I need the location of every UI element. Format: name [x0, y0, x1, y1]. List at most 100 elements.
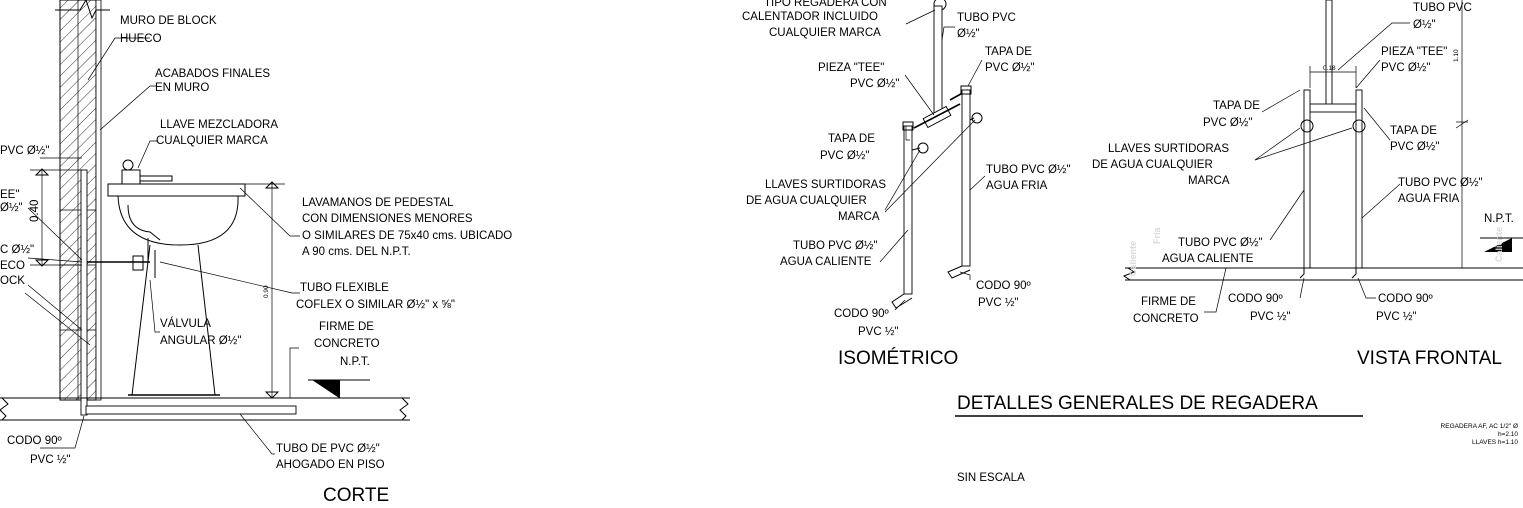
label-acabados-1: ACABADOS FINALES [155, 68, 270, 80]
iso-riser [933, 5, 943, 119]
floor-break-right [399, 397, 409, 421]
frontal-elbow-left [1299, 268, 1305, 279]
iso-cap-right [960, 85, 972, 95]
sink-bowl [117, 195, 239, 246]
iso-fria-2: AGUA FRIA [986, 180, 1048, 192]
frontal-fria-1: TUBO PVC Ø½" [1398, 177, 1483, 189]
label-muro-1: MURO DE BLOCK [120, 15, 217, 27]
iso-valve-right [971, 112, 983, 124]
dim-040: 0.40 [29, 200, 41, 222]
iso-cold-pipe [961, 89, 971, 267]
label-valvula-2: ANGULAR Ø½" [160, 335, 241, 347]
faucet-body [121, 169, 141, 185]
frontal-firme-1: FIRME DE [1141, 296, 1196, 308]
iso-regadera-3: CUALQUIER MARCA [769, 27, 881, 39]
iso-leaders [879, 9, 986, 311]
sheet-title: DETALLES GENERALES DE REGADERA [957, 393, 1318, 414]
label-tubo-piso-2: AHOGADO EN PISO [276, 459, 385, 471]
iso-elbow-left [891, 293, 913, 309]
iso-tapa-left-2: PVC Ø½" [820, 150, 869, 162]
iso-tee-2: PVC Ø½" [850, 78, 899, 90]
label-lavamanos-2: CON DIMENSIONES MENORES [302, 213, 473, 225]
label-left-pvc2: C Ø½" [0, 244, 34, 256]
iso-fria-1: TUBO PVC Ø½" [986, 164, 1071, 176]
iso-elbow-right [947, 265, 971, 279]
title-corte: CORTE [323, 485, 389, 506]
iso-llaves-1: LLAVES SURTIDORAS [765, 179, 886, 191]
iso-llaves-2: DE AGUA CUALQUIER [746, 195, 867, 207]
label-acabados-2: EN MURO [155, 82, 209, 94]
iso-valve-right-stem [969, 117, 975, 121]
npt-symbol-line [312, 379, 341, 399]
iso-codo-left-1: CODO 90º [834, 308, 889, 320]
ghost-fria: Fria [1152, 226, 1162, 244]
frontal-elbow-right [1351, 268, 1357, 279]
iso-tubo-top-1: TUBO PVC [957, 12, 1016, 24]
label-npt: N.P.T. [340, 356, 370, 368]
iso-tubo-top-2: Ø½" [957, 28, 980, 40]
frontal-llaves-1: LLAVES SURTIDORAS [1108, 143, 1229, 155]
label-codo-1: CODO 90º [7, 435, 62, 447]
iso-caliente-2: AGUA CALIENTE [780, 256, 872, 268]
label-codo-2: PVC ½" [30, 454, 71, 466]
frontal-codo-left-2: PVC ½" [1250, 311, 1291, 323]
drain-trap [127, 204, 161, 241]
label-firme-1: FIRME DE [319, 321, 374, 333]
iso-codo-left-2: PVC ½" [858, 326, 899, 338]
frontal-npt: N.P.T. [1484, 213, 1514, 225]
frontal-leaders [1204, 22, 1410, 313]
floor-break-left [0, 397, 9, 421]
frontal-valve-left [1300, 119, 1314, 133]
isometric-section: TIPO REGADERA CON CALENTADOR INCLUIDO CU… [742, 0, 1071, 369]
label-flex-2: COFLEX O SIMILAR Ø½" x ⅝" [296, 299, 455, 311]
label-left-tee1: EE" [0, 189, 19, 201]
dim-090: 0.90 [263, 285, 270, 298]
label-llave-2: CUALQUIER MARCA [156, 135, 268, 147]
dim-110: 1.10 [1453, 49, 1460, 62]
faucet-handle [122, 159, 134, 171]
frontal-tubo-top-2: Ø½" [1413, 19, 1436, 31]
iso-cap-left [902, 121, 914, 131]
frontal-cold-pipe [1355, 89, 1363, 269]
frontal-tee-2: PVC Ø½" [1381, 62, 1430, 74]
iso-valve-left-stem [911, 147, 921, 151]
frontal-codo-left-1: CODO 90º [1228, 293, 1283, 305]
supply-pipe [80, 169, 88, 416]
label-llave-1: LLAVE MEZCLADORA [160, 119, 278, 131]
frontal-caliente-1: TUBO PVC Ø½" [1178, 237, 1263, 249]
frontal-firme-2: CONCRETO [1133, 313, 1199, 325]
label-firme-2: CONCRETO [314, 338, 380, 350]
label-valvula-1: VÁLVULA [160, 317, 211, 330]
frontal-codo-right-1: CODO 90º [1378, 293, 1433, 305]
frontal-tapa-right-1: TAPA DE [1390, 125, 1437, 137]
frontal-npt-symbol [1484, 238, 1512, 252]
label-left-hueco: ECO [0, 260, 25, 272]
title-isometrico: ISOMÉTRICO [838, 348, 958, 369]
frontal-hot-pipe [1303, 89, 1311, 269]
corte-section: 0.40 0.90 MURO DE BLOCK [0, 0, 512, 506]
iso-tapa-left-1: TAPA DE [828, 133, 875, 145]
angle-valve [132, 255, 144, 271]
dim-110-slash [1455, 119, 1469, 129]
sink-top [107, 183, 246, 197]
label-left-pvc1: PVC Ø½" [0, 145, 49, 157]
label-tubo-piso-1: TUBO DE PVC Ø½" [276, 443, 380, 455]
frontal-fria-2: AGUA FRIA [1398, 193, 1460, 205]
dim-018: 0.18 [1323, 65, 1336, 72]
iso-tee-1: PIEZA "TEE" [818, 62, 884, 74]
sheet-scale: SIN ESCALA [957, 472, 1025, 484]
ghost-caliente-2: Caliente [1494, 227, 1504, 262]
faucet-spout [140, 175, 173, 182]
sheet-note-2: h=2.10 [1498, 431, 1518, 438]
sheet-note-3: LLAVES h=1.10 [1472, 439, 1518, 446]
label-left-block: OCK [0, 275, 25, 287]
iso-branch [913, 103, 961, 129]
iso-tapa-right-2: PVC Ø½" [985, 62, 1034, 74]
frontal-floor-break [1122, 267, 1136, 281]
dim-090-tick-bottom [264, 391, 280, 399]
title-frontal: VISTA FRONTAL [1357, 348, 1502, 369]
iso-regadera-1: TIPO REGADERA CON [764, 0, 887, 9]
label-lavamanos-4: A 90 cms. DEL N.P.T. [302, 246, 411, 258]
iso-codo-right-2: PVC ½" [978, 297, 1019, 309]
